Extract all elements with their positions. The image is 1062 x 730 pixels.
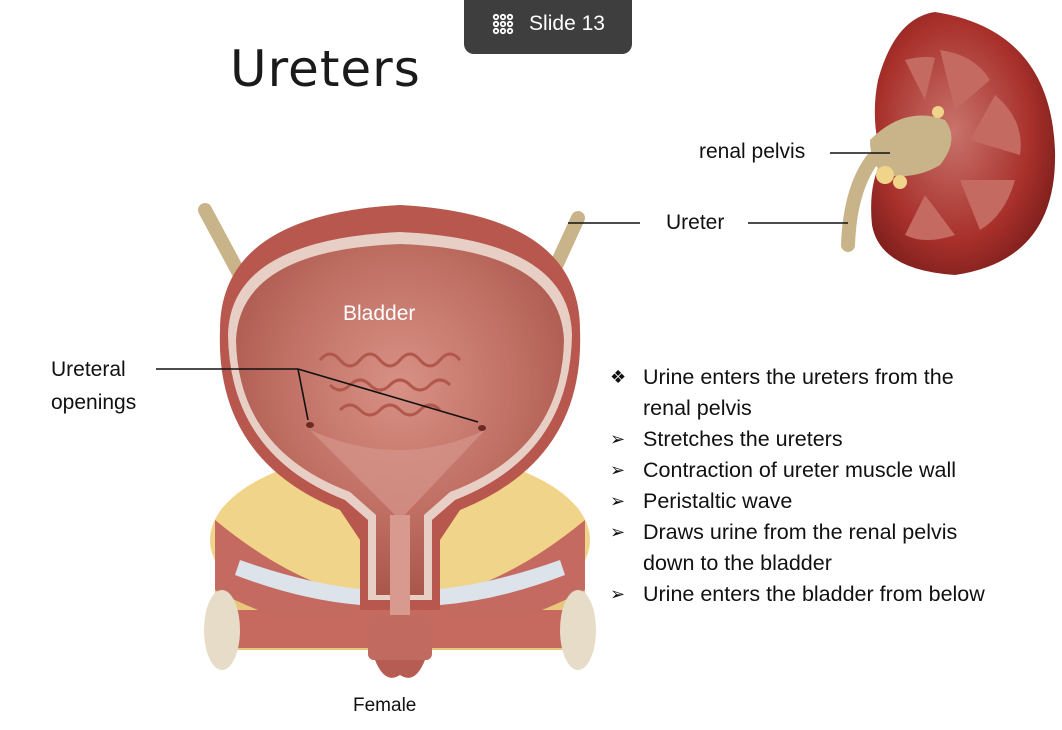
rugae-fold <box>338 403 442 417</box>
ureteral-opening-right <box>478 425 486 431</box>
bullet-text-continued: renal pelvis <box>643 396 752 420</box>
label-female: Female <box>353 695 417 716</box>
bullet-item: ❖ Urine enters the ureters from the rena… <box>610 362 1050 424</box>
slide-title: Ureters <box>230 40 421 98</box>
label-ureter: Ureter <box>666 211 725 234</box>
renal-pyramid <box>905 56 935 100</box>
bullet-text: Contraction of ureter muscle wall <box>643 458 957 482</box>
label-bladder: Bladder <box>343 302 416 325</box>
label-renal-pelvis: renal pelvis <box>699 140 806 163</box>
urethral-sphincter <box>368 615 432 660</box>
sinus-fat <box>932 106 944 118</box>
leader-lines <box>156 152 890 423</box>
bladder-lumen <box>236 244 564 595</box>
bullet-item: ➢ Draws urine from the renal pelvis down… <box>610 517 1050 579</box>
rugae-fold <box>318 352 462 368</box>
bullet-arrow-icon: ➢ <box>610 429 626 450</box>
bullet-arrow-icon: ➢ <box>610 522 626 543</box>
sinus-fat <box>876 166 894 184</box>
grid-icon <box>492 13 514 35</box>
ligament-left <box>235 560 370 605</box>
label-ureteral-openings-line1: Ureteral <box>51 358 126 381</box>
bullet-arrow-icon: ➢ <box>610 584 626 605</box>
trigone <box>310 430 485 520</box>
bullet-text: Draws urine from the renal pelvis <box>643 520 958 544</box>
bullet-text: Urine enters the bladder from below <box>643 582 985 606</box>
bullet-item: ➢ Stretches the ureters <box>610 424 1050 455</box>
renal-pyramid <box>940 50 990 110</box>
bone-right <box>560 590 596 670</box>
renal-pyramid <box>960 180 1015 230</box>
bullet-item: ➢ Urine enters the bladder from below <box>610 579 1050 610</box>
urethral-orifice <box>375 660 425 678</box>
slide-indicator-button[interactable]: Slide 13 <box>464 0 632 54</box>
bullet-text-continued: down to the bladder <box>643 551 832 575</box>
bullet-text: Stretches the ureters <box>643 427 843 451</box>
bullet-arrow-icon: ➢ <box>610 460 626 481</box>
renal-pyramid <box>905 195 955 240</box>
slide-indicator-label: Slide 13 <box>529 12 605 35</box>
sinus-fat <box>893 175 907 189</box>
bullet-item: ➢ Contraction of ureter muscle wall <box>610 455 1050 486</box>
leader-ureteral-openings-left <box>297 368 309 421</box>
urethra <box>390 515 410 635</box>
kidney-diagram <box>841 12 1056 275</box>
renal-pyramid <box>970 95 1021 155</box>
bullet-list: ❖ Urine enters the ureters from the rena… <box>610 362 1050 610</box>
ureteral-opening-left <box>306 422 314 428</box>
leader-ureteral-openings-right <box>297 368 479 423</box>
ureter-tube-kidney <box>841 153 879 252</box>
renal-pelvis-shape <box>870 115 952 177</box>
bullet-text: Urine enters the ureters from the <box>643 365 954 389</box>
bullet-text: Peristaltic wave <box>643 489 793 513</box>
bullet-item: ➢ Peristaltic wave <box>610 486 1050 517</box>
bladder-diagram <box>198 203 596 678</box>
bullet-diamond-icon: ❖ <box>610 367 627 388</box>
bone-left <box>204 590 240 670</box>
bullet-arrow-icon: ➢ <box>610 491 626 512</box>
ligament-right <box>430 560 565 605</box>
label-ureteral-openings-line2: openings <box>51 391 137 414</box>
